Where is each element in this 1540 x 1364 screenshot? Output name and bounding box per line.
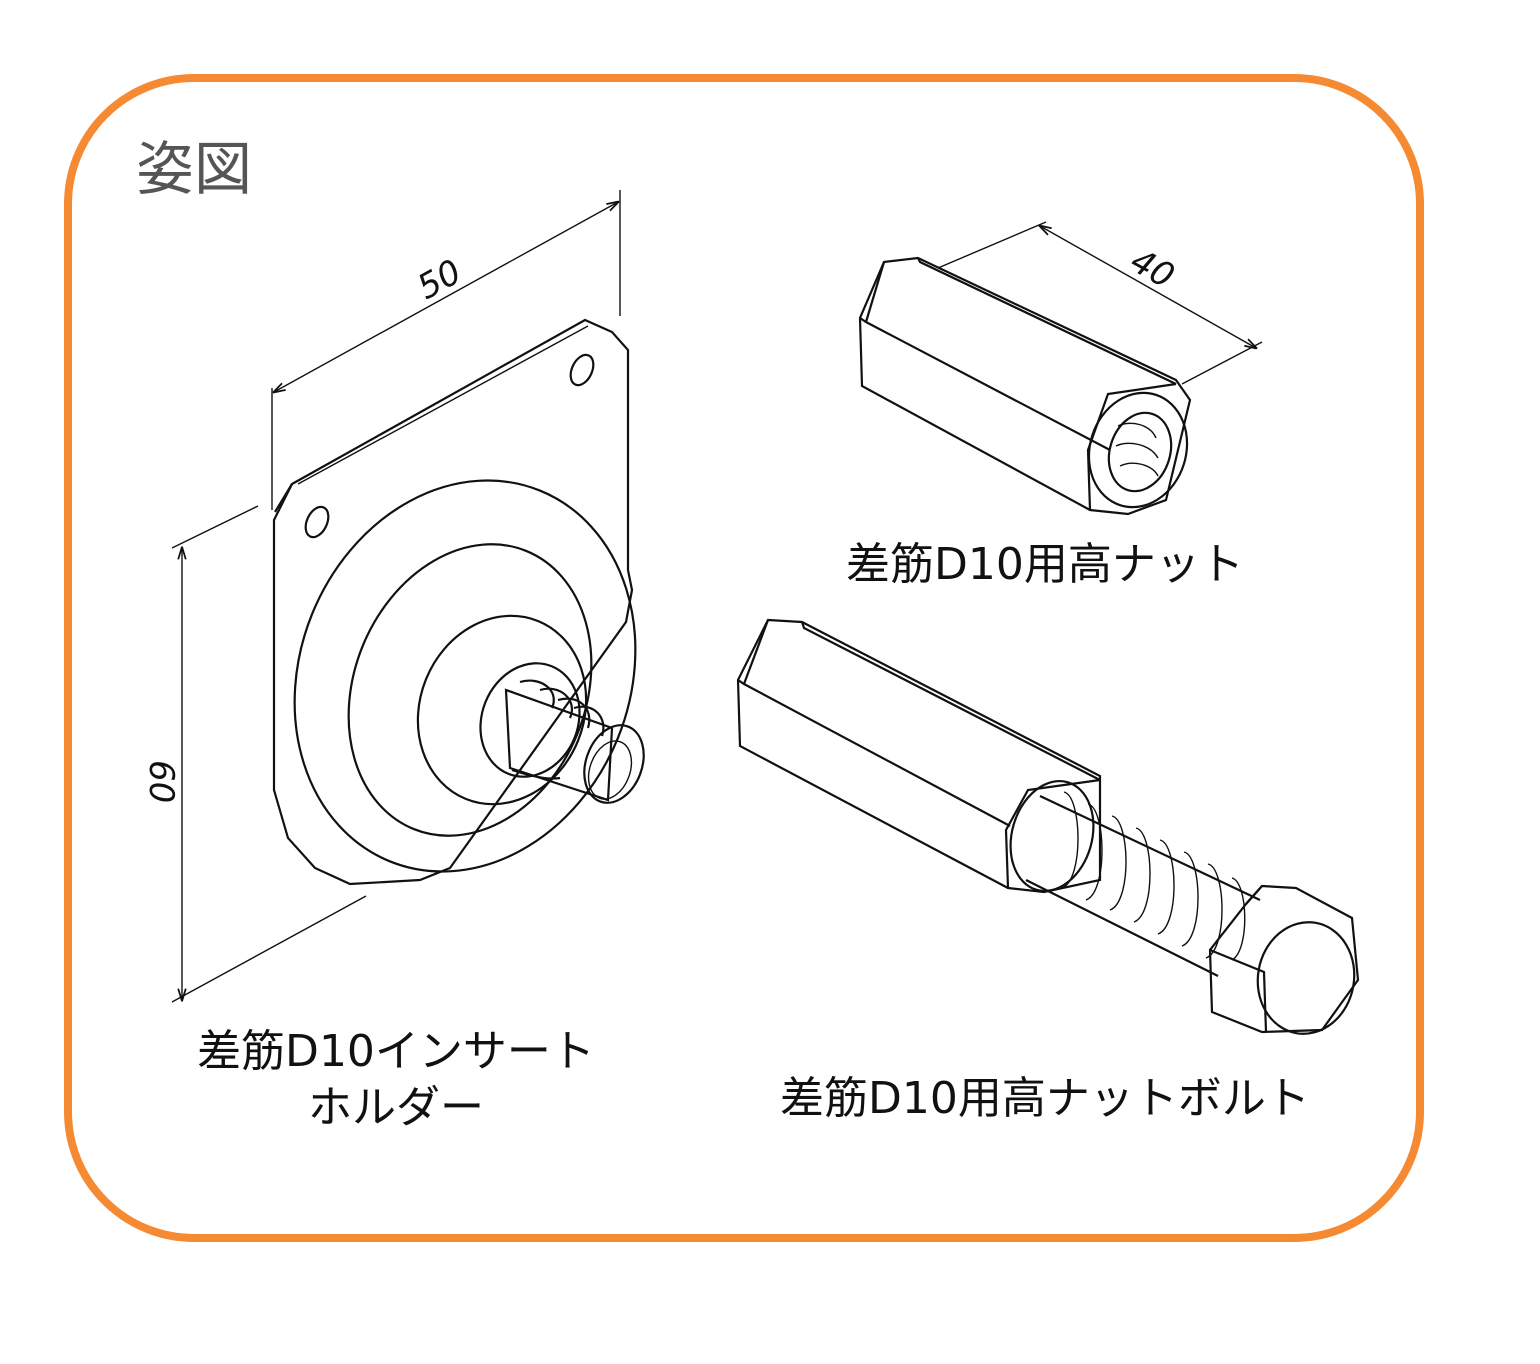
width-dimension-value: 50	[411, 252, 468, 308]
bolt-hex-head	[1208, 884, 1360, 1035]
diagram-heading: 姿図	[136, 135, 253, 203]
width-dimension-line	[274, 202, 618, 392]
insert-holder-label: 差筋D10インサート ホルダー	[176, 1024, 616, 1136]
height-dimension-value: 60	[141, 760, 181, 803]
diagram-frame	[64, 74, 1424, 1242]
nut-length-extension-right	[1181, 341, 1263, 385]
insert-holder-label-line2: ホルダー	[308, 1082, 484, 1133]
insert-holder-drawing: 50 60	[141, 190, 645, 1003]
insert-holder-label-line1: 差筋D10インサート	[197, 1026, 595, 1077]
nut-length-dimension-line	[1040, 226, 1256, 348]
nut-length-dimension-value: 40	[1124, 241, 1181, 297]
insert-holder-stud	[504, 679, 645, 804]
high-nut-bolt-drawing	[736, 618, 1360, 1035]
high-nut-label: 差筋D10用高ナット	[846, 539, 1244, 590]
high-nut-bolt-label: 差筋D10用高ナットボルト	[780, 1073, 1310, 1124]
high-nut-drawing: 40	[858, 221, 1263, 516]
height-extension-bottom	[171, 895, 367, 1003]
nut-length-extension-left	[937, 221, 1047, 269]
height-extension-top	[171, 505, 259, 549]
bolt-thread	[1025, 791, 1261, 977]
